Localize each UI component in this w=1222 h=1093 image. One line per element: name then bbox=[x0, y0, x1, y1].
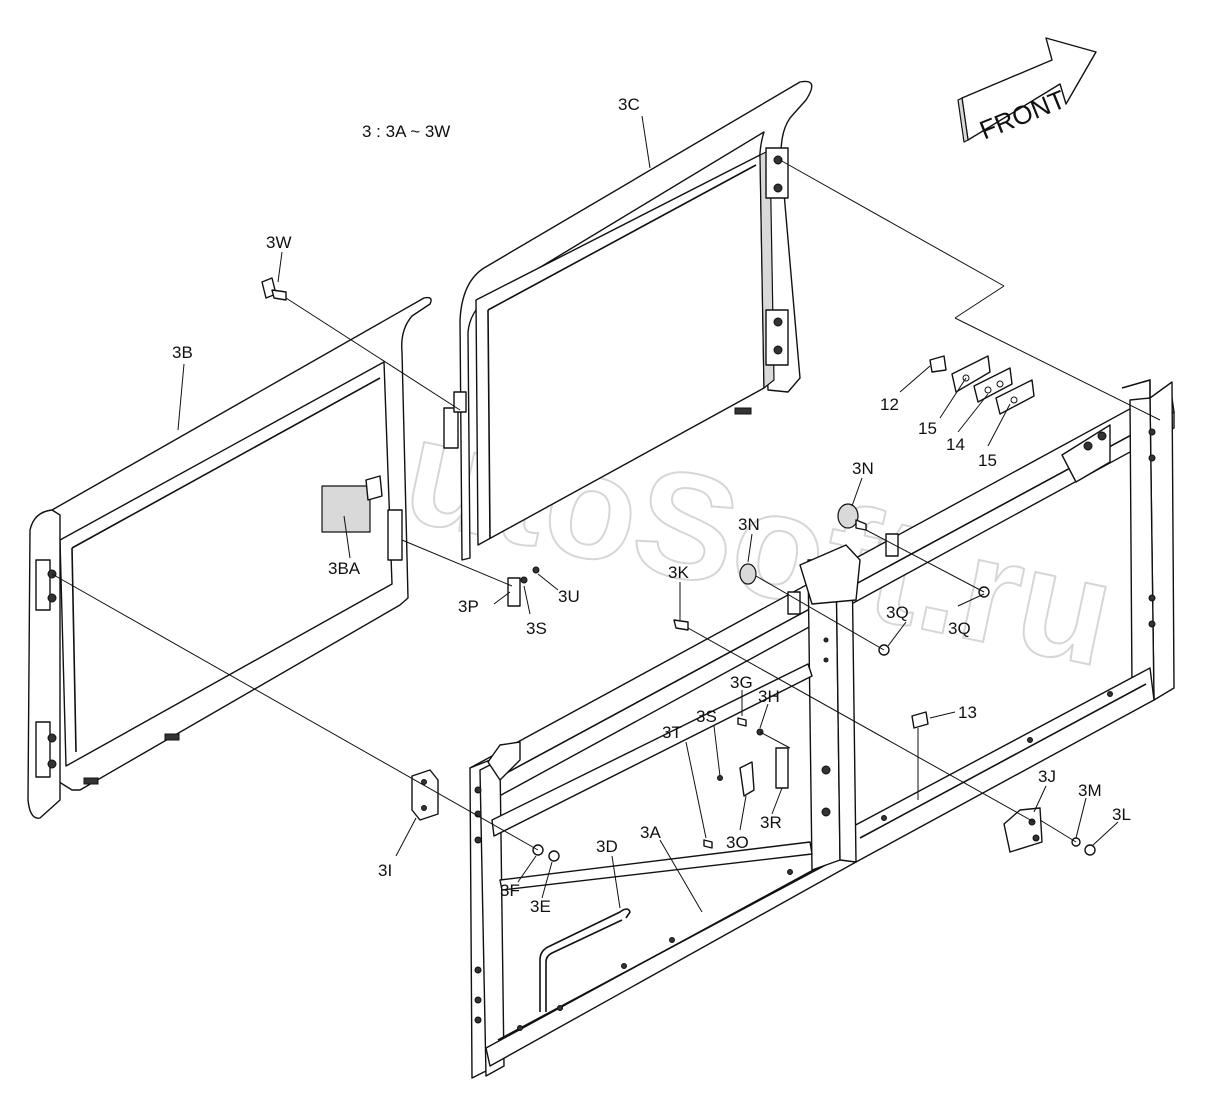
label-3k: 3K bbox=[668, 563, 689, 582]
label-15-a: 15 bbox=[918, 419, 937, 438]
label-3m: 3M bbox=[1078, 781, 1102, 800]
label-3s-upper: 3S bbox=[526, 619, 547, 638]
label-3u: 3U bbox=[558, 587, 580, 606]
label-12: 12 bbox=[880, 395, 899, 414]
label-13: 13 bbox=[958, 703, 977, 722]
rod-3d bbox=[539, 908, 631, 1012]
label-3w: 3W bbox=[266, 233, 292, 252]
label-3d: 3D bbox=[596, 837, 618, 856]
label-3o: 3O bbox=[726, 833, 749, 852]
assembly-lines bbox=[51, 159, 1161, 851]
label-3c: 3C bbox=[618, 95, 640, 114]
label-3a: 3A bbox=[640, 823, 661, 842]
label-3l: 3L bbox=[1112, 805, 1131, 824]
label-3n-upper: 3N bbox=[852, 459, 874, 478]
label-3f: 3F bbox=[500, 881, 520, 900]
label-3h: 3H bbox=[758, 687, 780, 706]
label-3b: 3B bbox=[172, 343, 193, 362]
leader-lines bbox=[177, 115, 1119, 913]
label-3i: 3I bbox=[378, 861, 392, 880]
panel-3c bbox=[443, 80, 813, 561]
part-labels: 3C 3W 3B 3BA 3P 3S 3U 3N 3N 3K 3Q 3Q 12 … bbox=[172, 95, 1131, 916]
label-3r: 3R bbox=[760, 813, 782, 832]
label-3g: 3G bbox=[730, 673, 753, 692]
label-3q-mid: 3Q bbox=[886, 603, 909, 622]
front-direction-arrow: FRONT bbox=[957, 37, 1097, 145]
header-note: 3 : 3A ~ 3W bbox=[362, 122, 450, 141]
label-15-b: 15 bbox=[978, 451, 997, 470]
label-3t: 3T bbox=[662, 723, 682, 742]
label-14: 14 bbox=[946, 435, 965, 454]
panel-3b bbox=[27, 296, 432, 819]
label-3e: 3E bbox=[530, 897, 551, 916]
label-3j: 3J bbox=[1038, 767, 1056, 786]
label-3q-right: 3Q bbox=[948, 619, 971, 638]
frame-3a bbox=[469, 379, 1175, 1079]
label-3s-lower: 3S bbox=[696, 707, 717, 726]
label-3p: 3P bbox=[458, 597, 479, 616]
label-3n-lower: 3N bbox=[738, 515, 760, 534]
label-3ba: 3BA bbox=[328, 559, 361, 578]
